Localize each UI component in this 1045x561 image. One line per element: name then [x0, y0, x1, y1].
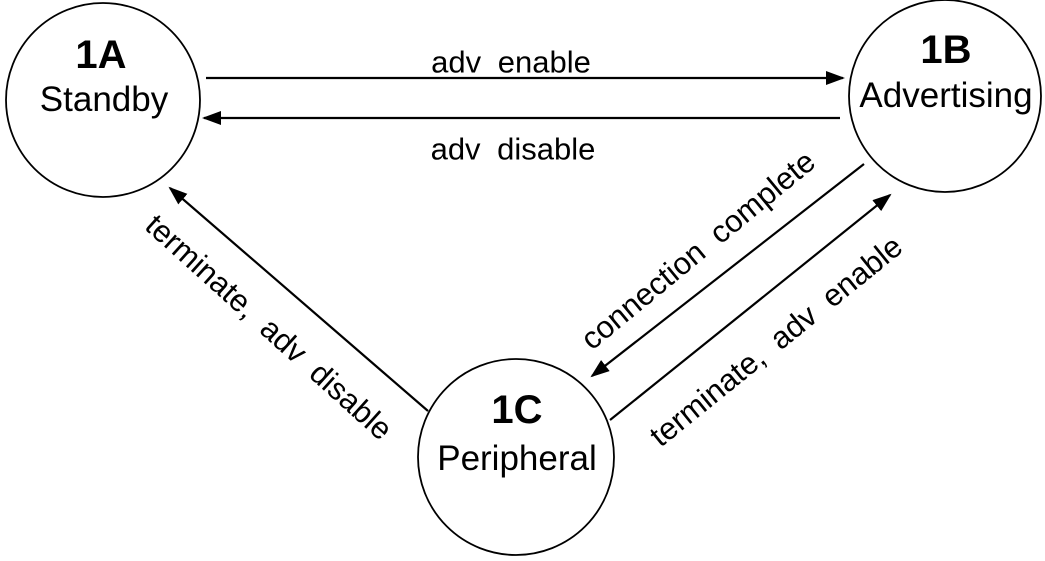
- state-name-standby: Standby: [40, 80, 169, 119]
- state-circle-peripheral: [417, 358, 615, 556]
- edge-label-adv-disable: adv disable: [431, 132, 596, 167]
- edge-arrow-terminate-adv-enable: [609, 193, 892, 421]
- state-name-peripheral: Peripheral: [437, 439, 597, 478]
- state-node-advertising: 1B Advertising: [848, 0, 1042, 193]
- state-circle-standby: [5, 2, 201, 198]
- edge-label-terminate-adv-disable: terminate, adv disable: [139, 207, 400, 447]
- state-id-peripheral: 1C: [491, 388, 542, 432]
- state-id-standby: 1A: [75, 33, 126, 77]
- edge-arrow-terminate-adv-disable: [168, 186, 429, 412]
- state-name-advertising: Advertising: [859, 76, 1032, 115]
- edge-arrow-connection-complete: [590, 163, 865, 378]
- state-node-peripheral: 1C Peripheral: [417, 358, 615, 556]
- state-id-advertising: 1B: [920, 28, 971, 72]
- state-circle-advertising: [848, 0, 1042, 193]
- edge-label-adv-enable: adv enable: [431, 45, 591, 80]
- state-node-standby: 1A Standby: [5, 2, 201, 198]
